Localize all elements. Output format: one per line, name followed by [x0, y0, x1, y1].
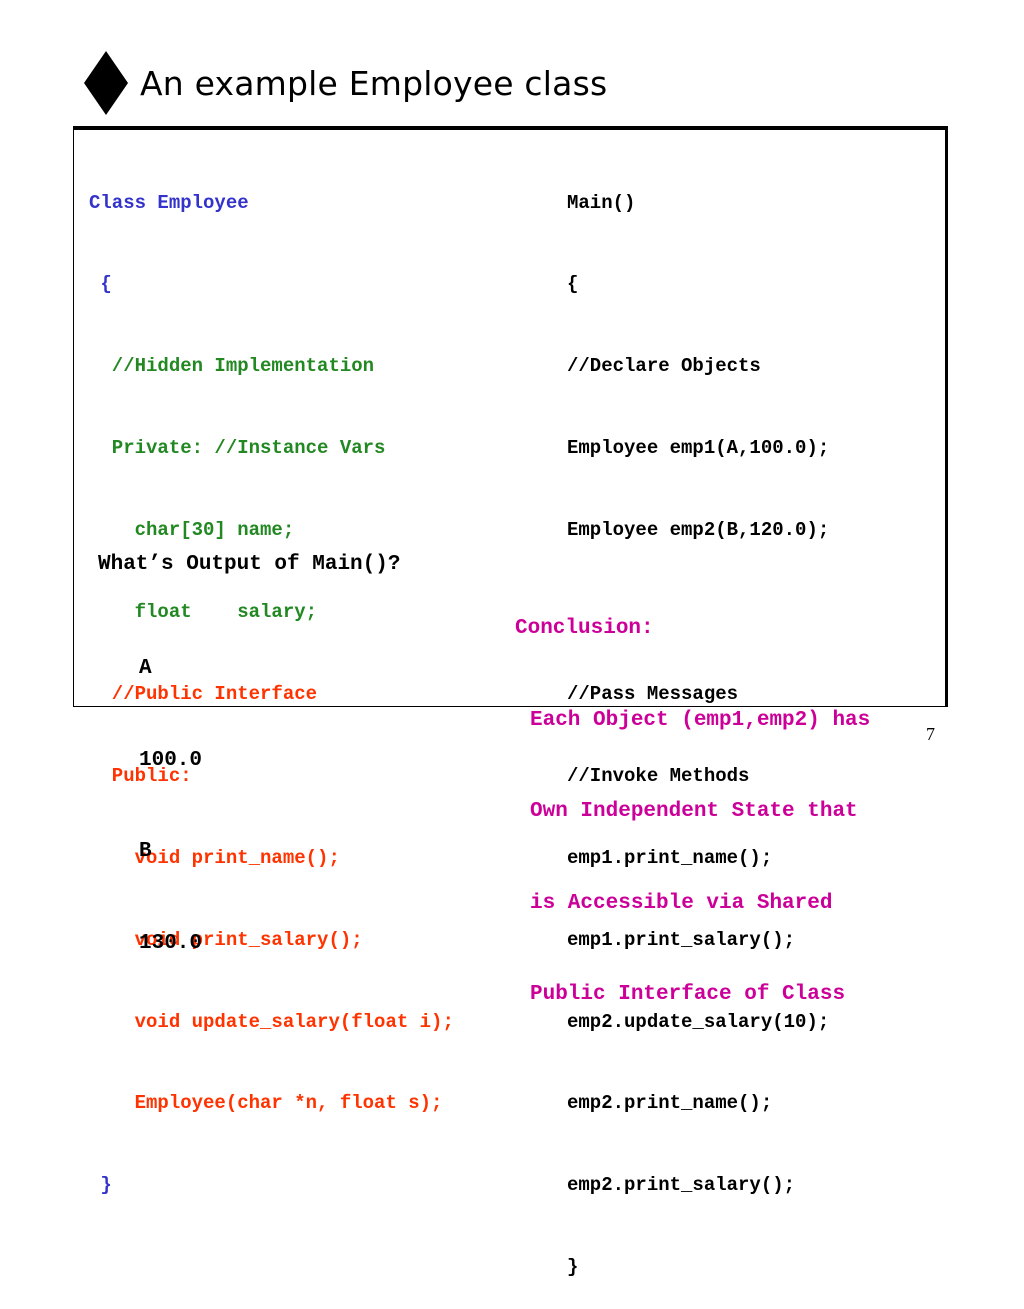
code-line: Private: //Instance Vars	[89, 437, 386, 460]
code-line: //Hidden Implementation	[89, 355, 375, 378]
code-line: emp2.print_salary();	[567, 1174, 796, 1197]
conclusion-block: Conclusion: Each Object (emp1,emp2) has …	[515, 553, 870, 1041]
slide-title: An example Employee class	[140, 63, 608, 103]
code-line: //Public Interface	[89, 682, 318, 705]
code-line: //Declare Objects	[567, 355, 761, 378]
code-line: //Pass Messages	[567, 682, 739, 705]
code-line: Class Employee	[89, 191, 249, 214]
code-line: Employee emp1(A,100.0);	[567, 437, 830, 460]
code-line: {	[89, 273, 112, 296]
output-answers: A 100.0 B 130.0	[139, 593, 202, 990]
code-line: Employee(char *n, float s);	[89, 1092, 443, 1115]
conclusion-line: Each Object (emp1,emp2) has	[530, 708, 871, 732]
code-line: void update_salary(float i);	[89, 1010, 454, 1033]
content-frame	[73, 126, 946, 707]
conclusion-line: Own Independent State that	[530, 800, 858, 823]
code-line: char[30] name;	[89, 519, 295, 542]
code-line: }	[567, 1256, 579, 1279]
code-line: float salary;	[89, 601, 318, 624]
output-question: What’s Output of Main()?	[98, 553, 401, 576]
code-line: Employee emp2(B,120.0);	[567, 519, 830, 542]
answer-line: 130.0	[139, 931, 203, 955]
page-number: 7	[926, 724, 935, 744]
conclusion-heading: Conclusion:	[515, 617, 654, 640]
answer-line: A	[139, 657, 152, 680]
slide-title-area: An example Employee class	[84, 48, 607, 118]
code-line: }	[89, 1174, 112, 1197]
answer-line: B	[139, 840, 152, 863]
code-line: {	[567, 273, 579, 296]
conclusion-line: Public Interface of Class	[530, 983, 846, 1006]
code-line: Main()	[567, 191, 636, 214]
code-line: emp2.print_name();	[567, 1092, 773, 1115]
conclusion-line: is Accessible via Shared	[530, 891, 833, 915]
diamond-bullet-icon	[84, 51, 128, 115]
answer-line: 100.0	[139, 748, 203, 772]
